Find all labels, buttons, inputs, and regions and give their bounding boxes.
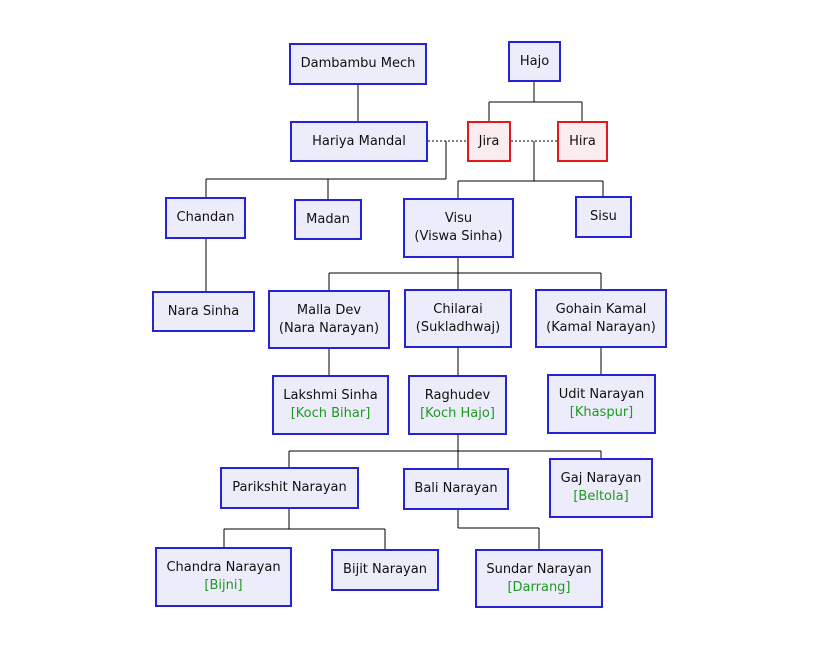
person-name: Chandan [176,210,235,225]
person-name: Sisu [590,209,617,224]
person-lakshmi-sinha: Lakshmi Sinha [Koch Bihar] [272,375,389,435]
person-name: Malla Dev [296,302,362,318]
person-place: [Darrang] [507,579,571,595]
person-name: Dambambu Mech [300,56,416,71]
person-name: Bijit Narayan [343,562,427,577]
person-chilarai: Chilarai (Sukladhwaj) [404,289,512,348]
person-udit-narayan: Udit Narayan [Khaspur] [547,374,656,434]
person-sisu: Sisu [575,196,632,238]
person-chandra-narayan: Chandra Narayan [Bijni] [155,547,292,607]
person-malla-dev: Malla Dev (Nara Narayan) [268,290,390,349]
person-name: Udit Narayan [558,387,645,402]
person-name: Gaj Narayan [560,471,642,486]
person-alias: (Viswa Sinha) [414,229,503,244]
person-name: Bali Narayan [414,481,498,496]
person-alias: (Sukladhwaj) [415,319,501,335]
person-madan: Madan [294,199,362,240]
person-name: Hira [569,133,596,149]
person-parikshit-narayan: Parikshit Narayan [220,467,359,509]
person-place: [Koch Hajo] [420,406,495,421]
person-name: Chandra Narayan [166,560,281,575]
person-hira: Hira [557,121,608,162]
person-visu: Visu (Viswa Sinha) [403,198,514,258]
person-name: Raghudev [424,388,491,403]
person-name: Hajo [519,53,550,69]
person-raghudev: Raghudev [Koch Hajo] [408,375,507,435]
person-name: Hariya Mandal [312,133,406,149]
person-gohain-kamal: Gohain Kamal (Kamal Narayan) [535,289,667,348]
person-chandan: Chandan [165,197,246,239]
person-name: Parikshit Narayan [232,480,347,495]
person-place: [Khaspur] [569,405,634,420]
person-jira: Jira [467,121,511,162]
person-name: Gohain Kamal [555,301,647,317]
person-place: [Koch Bihar] [290,406,371,421]
person-name: Nara Sinha [167,303,240,319]
person-bijit-narayan: Bijit Narayan [331,549,439,591]
person-name: Chilarai [433,301,483,317]
person-sundar-narayan: Sundar Narayan [Darrang] [475,549,603,608]
person-hariya-mandal: Hariya Mandal [290,121,428,162]
person-alias: (Nara Narayan) [278,320,380,336]
person-hajo: Hajo [508,41,561,82]
person-bali-narayan: Bali Narayan [403,468,509,510]
person-name: Madan [306,211,350,227]
person-name: Jira [478,133,500,149]
person-alias: (Kamal Narayan) [546,319,656,335]
person-dambambu-mech: Dambambu Mech [289,43,427,85]
person-place: [Bijni] [204,578,243,593]
person-place: [Beltola] [573,489,629,504]
person-gaj-narayan: Gaj Narayan [Beltola] [549,458,653,518]
person-nara-sinha: Nara Sinha [152,291,255,332]
person-name: Visu [444,211,473,226]
person-name: Sundar Narayan [486,561,592,577]
person-name: Lakshmi Sinha [283,388,378,403]
